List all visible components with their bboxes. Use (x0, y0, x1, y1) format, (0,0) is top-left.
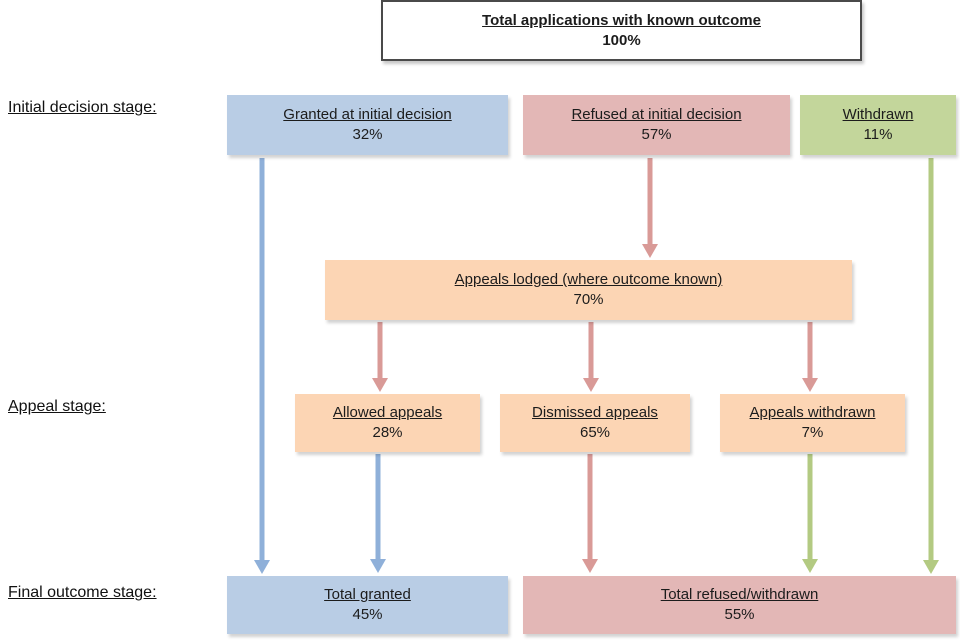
node-value: 11% (863, 126, 893, 143)
arrow-appeals-lodged-to-appeals-withdrawn (802, 322, 818, 392)
label-initial-decision-stage: Initial decision stage: (8, 99, 157, 116)
node-granted-at-initial-decision: Granted at initial decision 32% (227, 95, 508, 155)
node-title: Total refused/withdrawn (660, 586, 819, 603)
node-title: Appeals lodged (where outcome known) (454, 271, 723, 288)
node-dismissed-appeals: Dismissed appeals 65% (500, 394, 690, 452)
node-title: Dismissed appeals (532, 404, 658, 421)
node-title: Refused at initial decision (571, 106, 742, 123)
node-title: Appeals withdrawn (749, 404, 876, 421)
node-refused-at-initial-decision: Refused at initial decision 57% (523, 95, 790, 155)
node-appeals-withdrawn: Appeals withdrawn 7% (720, 394, 905, 452)
node-value: 57% (641, 126, 672, 143)
node-total-granted: Total granted 45% (227, 576, 508, 634)
arrow-appeals-lodged-to-allowed (372, 322, 388, 392)
arrow-refused-to-appeals-lodged (642, 158, 658, 258)
node-value: 32% (352, 126, 383, 143)
node-total-refused-withdrawn: Total refused/withdrawn 55% (523, 576, 956, 634)
node-value: 28% (372, 424, 403, 441)
node-allowed-appeals: Allowed appeals 28% (295, 394, 480, 452)
node-value: 100% (602, 31, 641, 49)
node-appeals-lodged: Appeals lodged (where outcome known) 70% (325, 260, 852, 320)
arrow-dismissed-to-total-refused (582, 454, 598, 573)
node-value: 70% (573, 291, 604, 308)
node-value: 55% (724, 606, 755, 623)
label-appeal-stage: Appeal stage: (8, 398, 106, 415)
label-final-outcome-stage: Final outcome stage: (8, 584, 157, 601)
node-title: Total granted (324, 586, 411, 603)
arrow-withdrawn-to-total-refused (923, 158, 939, 574)
node-withdrawn: Withdrawn 11% (800, 95, 956, 155)
arrow-appeals-lodged-to-dismissed (583, 322, 599, 392)
arrow-allowed-to-total-granted (370, 454, 386, 573)
arrow-appeals-withdrawn-to-total-refused (802, 454, 818, 573)
node-title: Withdrawn (842, 106, 914, 123)
node-total-applications: Total applications with known outcome 10… (381, 0, 862, 61)
node-value: 7% (801, 424, 824, 441)
arrow-granted-to-total-granted (254, 158, 270, 574)
node-title: Allowed appeals (332, 404, 443, 421)
node-title: Granted at initial decision (283, 106, 452, 123)
node-value: 65% (579, 424, 611, 441)
node-title: Total applications with known outcome (482, 11, 761, 29)
node-value: 45% (352, 606, 383, 623)
